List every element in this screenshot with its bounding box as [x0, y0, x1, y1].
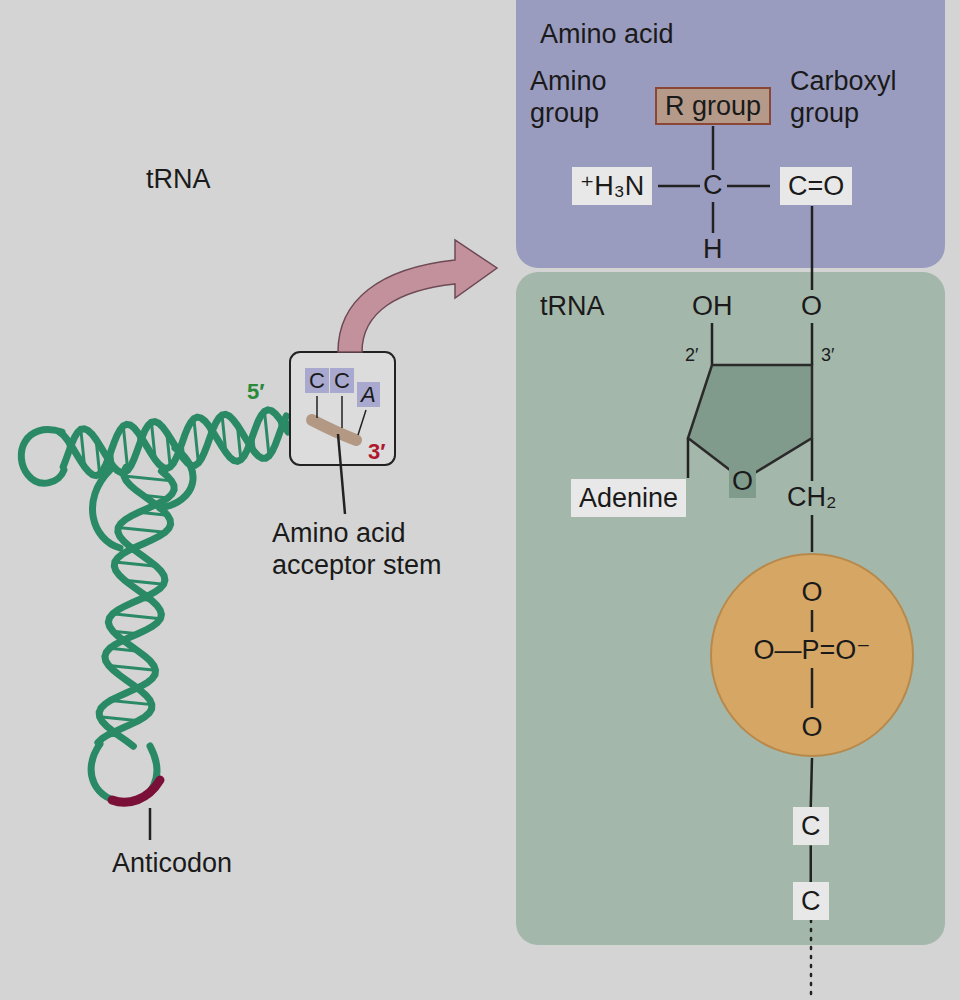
base-pair: [265, 411, 270, 455]
label: Amino group: [530, 66, 660, 130]
leader-line: [149, 808, 152, 840]
box-text: O: [709, 711, 915, 743]
amino-acid-ground: [516, 0, 945, 268]
label: CH₂: [787, 482, 836, 514]
adenine-box: Adenine: [571, 479, 686, 517]
base-pair: [194, 419, 199, 463]
label: Carboxyl group: [790, 66, 940, 130]
label: 2′: [685, 345, 698, 366]
label: Amino acid acceptor stem: [272, 518, 512, 582]
label: OH: [692, 291, 733, 323]
base-letter-box: C: [305, 368, 329, 393]
box-text: C: [801, 810, 821, 842]
box-text: C: [309, 368, 325, 393]
bond-connector: [810, 845, 813, 882]
amino-group-box: ⁺H₃N: [572, 167, 652, 205]
acceptor-inset: [290, 352, 395, 465]
box-text: A: [361, 382, 376, 407]
box-text: ⁺H₃N: [580, 170, 644, 202]
base-pair: [118, 528, 165, 533]
box-text: O: [709, 576, 915, 608]
backbone-strand: [63, 414, 286, 472]
cytosine-box: C: [793, 807, 829, 845]
base-letter-box: C: [330, 368, 354, 393]
trna-ground: [516, 272, 945, 945]
carboxyl-box: C=O: [780, 167, 852, 205]
bond-connector: [811, 758, 812, 807]
label: H: [703, 234, 723, 266]
base-pair: [123, 426, 128, 470]
bond: [811, 610, 814, 632]
cytosine-box: C: [793, 882, 829, 920]
label: O: [801, 291, 822, 323]
box-text: Adenine: [579, 482, 678, 514]
backbone-strand: [99, 471, 174, 746]
label: Anticodon: [112, 848, 232, 880]
label: 3′: [368, 439, 386, 465]
trna-ribbon: [21, 410, 300, 802]
bond: [811, 668, 814, 708]
amino-acid-panel: Amino acid R group ⁺H₃N C=O: [516, 0, 945, 268]
phosphate-circle: O O—P=O⁻ O: [709, 552, 915, 758]
base-letter-box: A: [357, 382, 380, 407]
panel-heading: Amino acid: [540, 18, 921, 50]
trna-panel: tRNAAdenineOO—P=O⁻OCC: [516, 272, 945, 945]
label: tRNA: [146, 164, 211, 196]
label: O: [729, 466, 756, 498]
box-text: O—P=O⁻: [709, 634, 915, 666]
zoom-arrow: [338, 240, 497, 352]
base-pair: [113, 614, 161, 619]
label: C: [703, 170, 723, 202]
box-text: C=O: [788, 170, 844, 202]
box-text: C: [334, 368, 350, 393]
box-text: R group: [665, 90, 761, 122]
label: 5′: [247, 379, 265, 405]
leader-line: [338, 434, 345, 514]
ribose-ring: [688, 365, 812, 480]
r-group-box: R group: [655, 87, 771, 125]
box-text: C: [801, 885, 821, 917]
backbone-strand: [60, 410, 288, 476]
acceptor-stem: [312, 420, 356, 440]
label: 3′: [821, 345, 834, 366]
